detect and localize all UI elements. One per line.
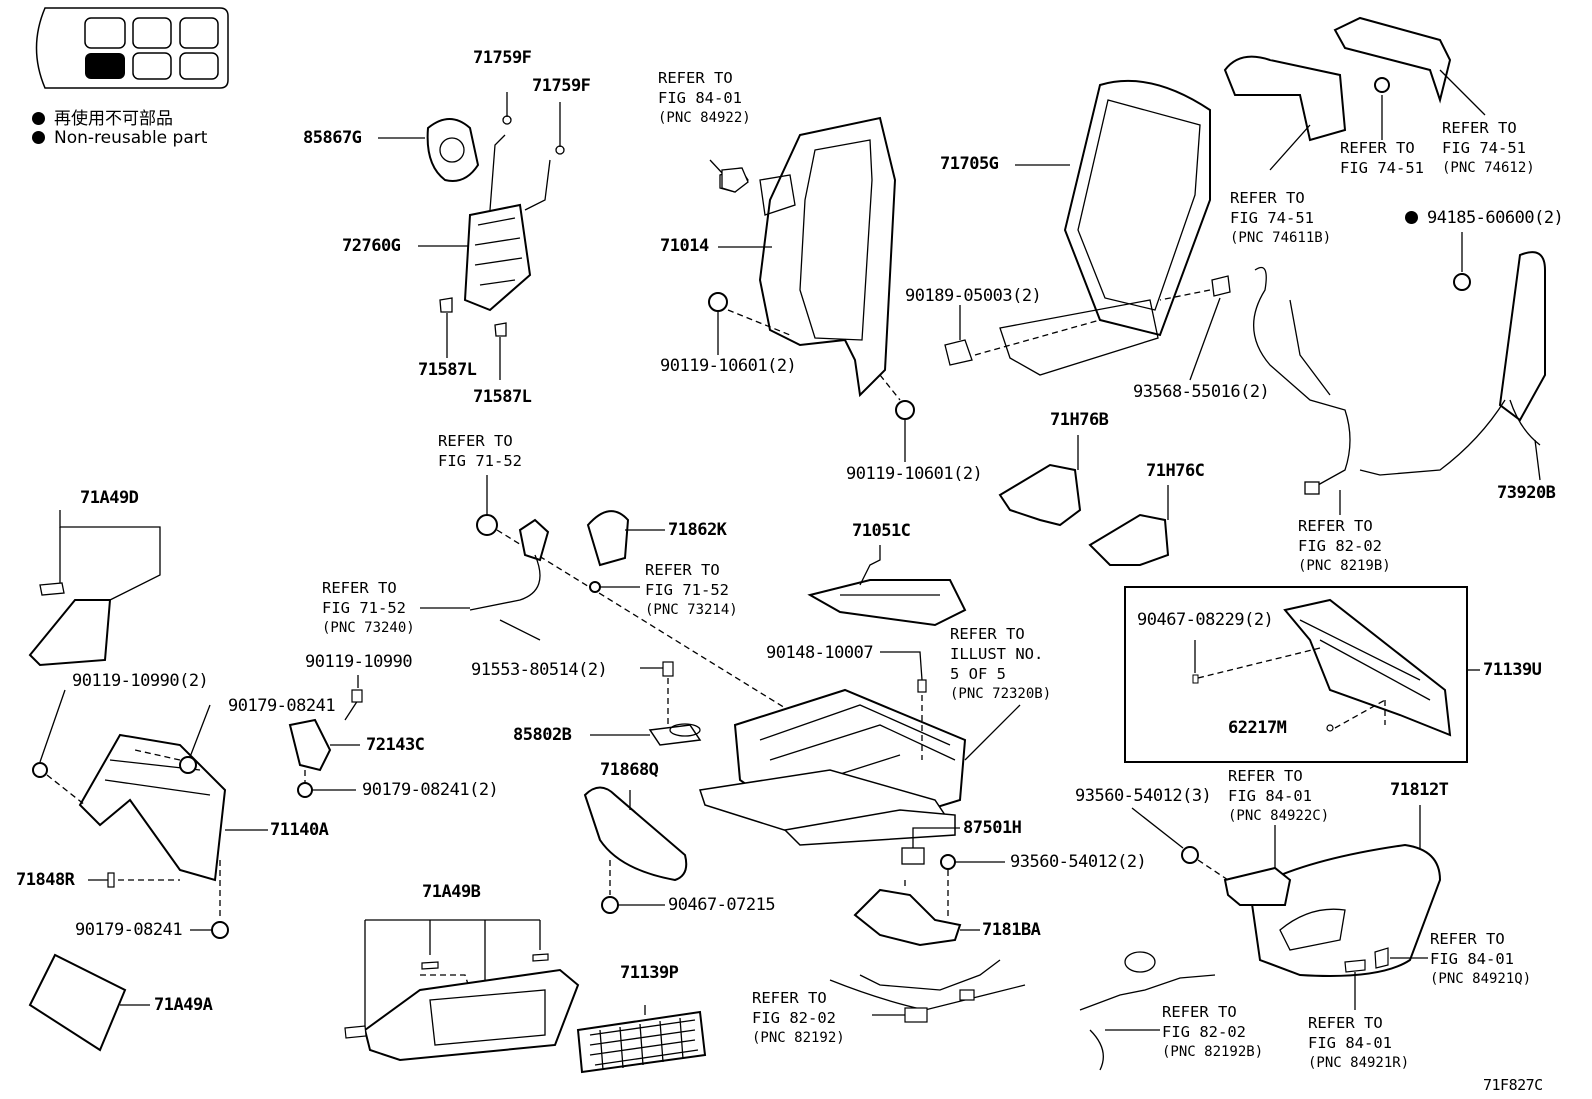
part-label[interactable]: 71014 <box>660 236 709 256</box>
part-label[interactable]: 90467-07215 <box>668 895 776 915</box>
part-71139U-drawing <box>1124 586 1480 763</box>
part-label[interactable]: 90119-10601(2) <box>846 464 983 484</box>
legend-non-reusable-jp: 再使用不可部品 <box>32 104 173 129</box>
seat-position-indicator <box>35 7 229 89</box>
part-71014-drawing <box>708 116 915 462</box>
part-label[interactable]: 7181BA <box>982 920 1041 940</box>
part-label[interactable]: 71848R <box>16 870 75 890</box>
part-84922-knob-drawing <box>721 167 749 193</box>
part-71A49A-drawing <box>28 953 150 1052</box>
part-85867G-drawing <box>378 118 480 182</box>
part-label[interactable]: 90467-08229(2) <box>1137 610 1274 630</box>
part-label[interactable]: 71587L <box>418 360 477 380</box>
part-harness-82192B-drawing <box>1079 951 1216 1071</box>
non-reusable-dot-icon <box>32 131 45 144</box>
part-label[interactable]: 93568-55016(2) <box>1133 382 1270 402</box>
non-reusable-dot-icon <box>32 112 45 125</box>
non-reusable-dot-icon <box>1405 211 1418 224</box>
part-label[interactable]: 71A49A <box>154 995 213 1015</box>
part-85802B-drawing <box>590 661 702 746</box>
part-label[interactable]: 90179-08241 <box>228 696 336 716</box>
part-label[interactable]: 71A49D <box>80 488 139 508</box>
part-seatbelt-drawing <box>420 475 846 746</box>
part-label[interactable]: 71705G <box>940 154 999 174</box>
part-label[interactable]: 71868Q <box>600 760 659 780</box>
part-71140A-drawing <box>32 689 268 939</box>
part-71868Q-drawing <box>583 786 688 914</box>
part-label[interactable]: 71H76C <box>1146 461 1205 481</box>
part-label[interactable]: 71051C <box>852 521 911 541</box>
part-label[interactable]: 71587L <box>473 387 532 407</box>
part-label[interactable]: 94185-60600(2) <box>1405 208 1564 228</box>
part-label[interactable]: 90189-05003(2) <box>905 286 1042 306</box>
part-label[interactable]: 93560-54012(2) <box>1010 852 1147 872</box>
part-87501H-7181BA-drawing <box>853 827 1005 947</box>
part-label[interactable]: 73920B <box>1497 483 1556 503</box>
part-72760G-drawing <box>418 92 565 380</box>
part-84922C-drawing <box>1131 807 1292 906</box>
part-label[interactable]: 71759F <box>532 76 591 96</box>
part-label[interactable]: 71139U <box>1483 660 1542 680</box>
part-label[interactable]: 85867G <box>303 128 362 148</box>
part-label[interactable]: 62217M <box>1228 718 1287 738</box>
part-71705G-drawing <box>944 79 1231 381</box>
part-label[interactable]: 71759F <box>473 48 532 68</box>
part-71051C-drawing <box>807 545 967 627</box>
part-label[interactable]: 91553-80514(2) <box>471 660 608 680</box>
part-72143C-drawing <box>288 675 363 798</box>
part-label[interactable]: 87501H <box>963 818 1022 838</box>
part-label[interactable]: 90119-10601(2) <box>660 356 797 376</box>
part-71A49D-drawing <box>28 510 161 667</box>
part-label[interactable]: 71812T <box>1390 780 1449 800</box>
part-label[interactable]: 71140A <box>270 820 329 840</box>
part-label[interactable]: 72143C <box>366 735 425 755</box>
part-label[interactable]: 93560-54012(3) <box>1075 786 1212 806</box>
part-label[interactable]: 90179-08241(2) <box>362 780 499 800</box>
part-71A49B-drawing <box>344 919 580 1062</box>
part-label[interactable]: 71A49B <box>422 882 481 902</box>
part-label[interactable]: 90179-08241 <box>75 920 183 940</box>
part-harness-82192-drawing <box>829 959 1026 1023</box>
part-71139P-drawing <box>576 1005 707 1074</box>
part-73920B-drawing <box>1359 232 1546 481</box>
part-label[interactable]: 90119-10990 <box>305 652 413 672</box>
part-label[interactable]: 90148-10007 <box>766 643 874 663</box>
part-71H76-drawing <box>998 435 1170 566</box>
part-label[interactable]: 71H76B <box>1050 410 1109 430</box>
part-label[interactable]: 71862K <box>668 520 727 540</box>
part-label[interactable]: 90119-10990(2) <box>72 671 209 691</box>
part-71812T-drawing <box>1248 805 1442 1010</box>
figure-id: 71F827C <box>1483 1076 1543 1094</box>
legend-non-reusable-en: Non-reusable part <box>32 128 207 148</box>
part-label[interactable]: 72760G <box>342 236 401 256</box>
part-label[interactable]: 71139P <box>620 963 679 983</box>
part-harness-8219B-drawing <box>1253 266 1351 515</box>
part-armrest-trims-drawing <box>1223 16 1486 171</box>
part-label[interactable]: 85802B <box>513 725 572 745</box>
